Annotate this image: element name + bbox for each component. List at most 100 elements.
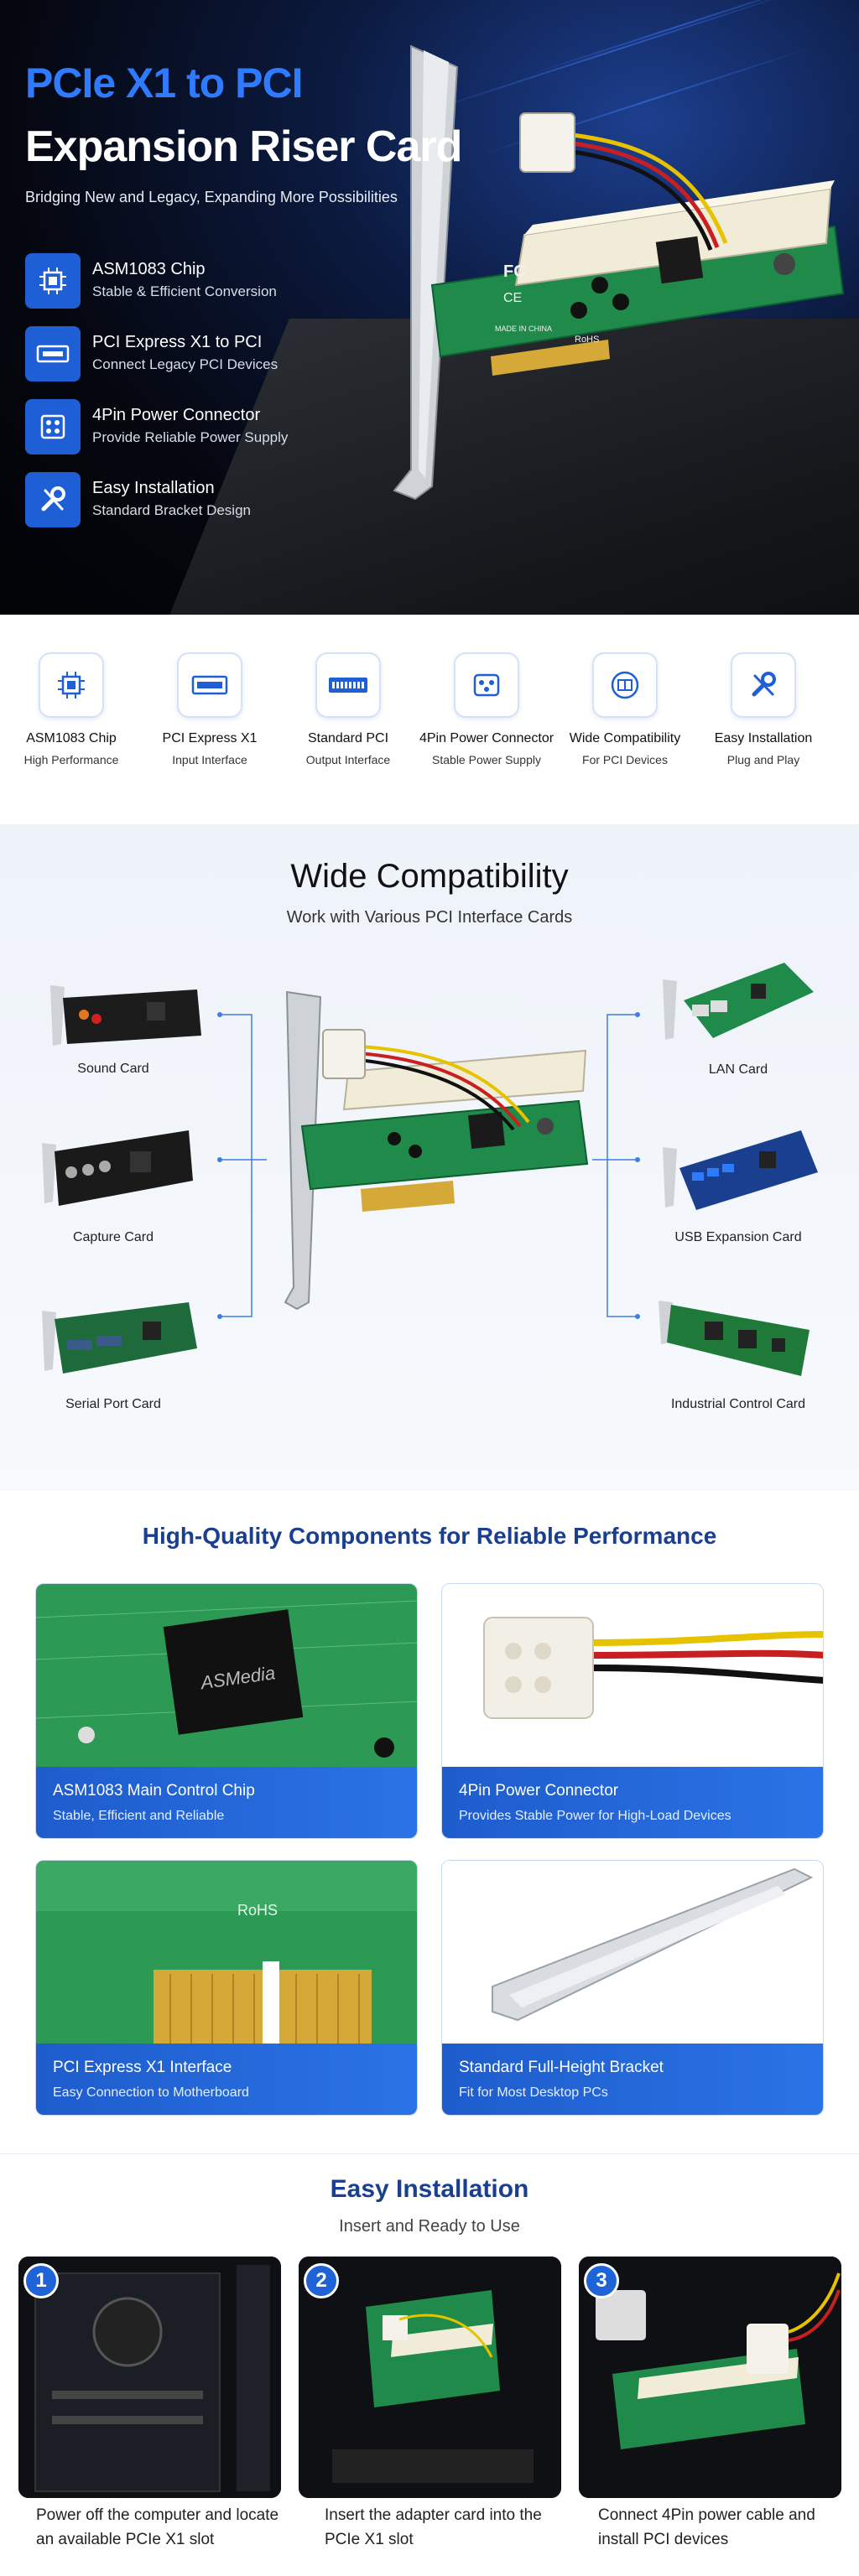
rohs-mark: RoHS <box>575 335 599 345</box>
components-section: High-Quality Components for Reliable Per… <box>0 1491 859 2153</box>
compatibility-icon <box>592 652 658 718</box>
hero-title-line1: PCIe X1 to PCI <box>25 60 304 106</box>
install-step-2: 2 <box>299 2257 561 2498</box>
compatibility-section: Wide Compatibility Work with Various PCI… <box>0 824 859 1491</box>
card-desc: Easy Connection to Motherboard <box>53 2085 249 2100</box>
feature-desc: Connect Legacy PCI Devices <box>92 356 279 372</box>
feature-desc: Stable & Efficient Conversion <box>92 283 277 299</box>
hero-feature-chip: ASM1083 Chip Stable & Efficient Conversi… <box>25 253 361 312</box>
capture-card-image <box>42 1130 193 1206</box>
feature-desc: Standard Bracket Design <box>92 502 251 518</box>
card-desc: Provides Stable Power for High-Load Devi… <box>459 1809 731 1823</box>
section-subtitle: Insert and Ready to Use <box>339 2217 520 2236</box>
feature-desc: Provide Reliable Power Supply <box>92 429 289 445</box>
strip-desc: Stable Power Supply <box>432 753 541 766</box>
card-caption: 4Pin Power Connector Provides Stable Pow… <box>442 1767 823 1838</box>
feature-strip: ASM1083 Chip High Performance PCI Expres… <box>0 615 859 824</box>
chip-icon <box>39 652 104 718</box>
pcie-x1-icon <box>177 652 242 718</box>
step-number-badge: 1 <box>23 2263 59 2298</box>
usb-expansion-card-image <box>663 1130 818 1210</box>
sound-card-image <box>50 985 201 1046</box>
serial-port-card-image <box>42 1302 197 1374</box>
step-number-badge: 2 <box>304 2263 339 2298</box>
strip-label: Standard PCI <box>307 731 389 745</box>
made-in-mark: MADE IN CHINA <box>495 325 552 333</box>
strip-item-power: 4Pin Power Connector Stable Power Supply <box>415 652 558 766</box>
compat-label-left: Sound Card <box>77 1062 149 1076</box>
rohs-mark: RoHS <box>237 1902 278 1919</box>
card-desc: Fit for Most Desktop PCs <box>459 2085 608 2100</box>
chip-closeup-image: ASMedia <box>36 1584 417 1768</box>
card-caption: Standard Full-Height Bracket Fit for Mos… <box>442 2044 823 2115</box>
hero-product-image: FC CE MADE IN CHINA RoHS <box>393 44 845 501</box>
bracket-closeup-image <box>442 1861 823 2045</box>
install-step-3: 3 <box>579 2257 841 2498</box>
section-title: High-Quality Components for Reliable Per… <box>142 1523 717 1549</box>
strip-desc: For PCI Devices <box>582 753 668 766</box>
component-card-bracket: Standard Full-Height Bracket Fit for Mos… <box>441 1860 824 2116</box>
strip-desc: Plug and Play <box>726 753 800 766</box>
card-title: Standard Full-Height Bracket <box>459 2059 664 2076</box>
compat-label-right: Industrial Control Card <box>670 1397 806 1411</box>
hero-banner: FC CE MADE IN CHINA RoHS PCIe X1 to PCI … <box>0 0 859 615</box>
section-subtitle: Work with Various PCI Interface Cards <box>286 908 573 927</box>
industrial-control-card-image <box>659 1301 810 1376</box>
strip-item-compat: Wide Compatibility For PCI Devices <box>554 652 696 766</box>
power-connector-icon <box>454 652 519 718</box>
feature-title: Easy Installation <box>92 479 215 497</box>
install-step-caption: Insert the adapter card into the PCIe X1… <box>325 2506 542 2549</box>
strip-item-pcie: PCI Express X1 Input Interface <box>138 652 281 766</box>
pci-slot-icon <box>315 652 381 718</box>
chip-icon <box>25 253 81 309</box>
compat-label-left: Capture Card <box>72 1230 154 1244</box>
strip-item-chip: ASM1083 Chip High Performance <box>0 652 143 766</box>
slot-icon <box>25 326 81 382</box>
step-number-badge: 3 <box>584 2263 619 2298</box>
strip-label: Easy Installation <box>714 731 813 745</box>
feature-title: ASM1083 Chip <box>92 260 206 278</box>
step-3-image <box>579 2257 841 2498</box>
feature-title: PCI Express X1 to PCI <box>92 333 263 351</box>
card-title: PCI Express X1 Interface <box>53 2059 232 2076</box>
center-riser-card <box>284 990 589 1311</box>
strip-label: PCI Express X1 <box>162 731 258 745</box>
section-title: Wide Compatibility <box>290 858 569 895</box>
strip-item-install: Easy Installation Plug and Play <box>692 652 835 766</box>
compat-label-right: LAN Card <box>708 1062 768 1077</box>
hero-feature-install: Easy Installation Standard Bracket Desig… <box>25 472 361 531</box>
component-card-power: 4Pin Power Connector Provides Stable Pow… <box>441 1583 824 1839</box>
install-step-1: 1 <box>18 2257 281 2498</box>
strip-desc: High Performance <box>23 753 119 766</box>
compat-label-left: Serial Port Card <box>65 1397 161 1411</box>
strip-desc: Output Interface <box>305 753 391 766</box>
connector-lines <box>217 1012 640 1319</box>
strip-label: Wide Compatibility <box>569 731 681 745</box>
hero-feature-power: 4Pin Power Connector Provide Reliable Po… <box>25 399 361 458</box>
card-title: 4Pin Power Connector <box>459 1782 619 1800</box>
card-title: ASM1083 Main Control Chip <box>53 1782 255 1800</box>
pcie-interface-closeup-image: RoHS <box>36 1861 417 2045</box>
component-card-chip: ASMedia ASM1083 Main Control Chip Stable… <box>35 1583 418 1839</box>
strip-desc: Input Interface <box>172 753 247 766</box>
install-step-caption: Power off the computer and locate an ava… <box>36 2506 279 2549</box>
card-desc: Stable, Efficient and Reliable <box>53 1809 225 1823</box>
section-title: Easy Installation <box>330 2175 529 2203</box>
hero-feature-pcie: PCI Express X1 to PCI Connect Legacy PCI… <box>25 326 361 385</box>
lan-card-image <box>663 963 814 1040</box>
hero-subtitle: Bridging New and Legacy, Expanding More … <box>25 189 398 205</box>
card-caption: PCI Express X1 Interface Easy Connection… <box>36 2044 417 2115</box>
power-connector-closeup-image <box>442 1584 823 1768</box>
wrench-icon <box>731 652 796 718</box>
feature-title: 4Pin Power Connector <box>92 406 261 424</box>
strip-label: 4Pin Power Connector <box>419 731 554 745</box>
step-1-image <box>18 2257 281 2498</box>
strip-label: ASM1083 Chip <box>26 731 117 745</box>
ce-mark: CE <box>503 291 522 305</box>
install-step-caption: Connect 4Pin power cable and install PCI… <box>598 2506 815 2549</box>
hero-title-line2: Expansion Riser Card <box>25 122 462 171</box>
card-caption: ASM1083 Main Control Chip Stable, Effici… <box>36 1767 417 1838</box>
wrench-icon <box>25 472 81 527</box>
strip-item-pci: Standard PCI Output Interface <box>277 652 419 766</box>
power-connector-icon <box>25 399 81 454</box>
